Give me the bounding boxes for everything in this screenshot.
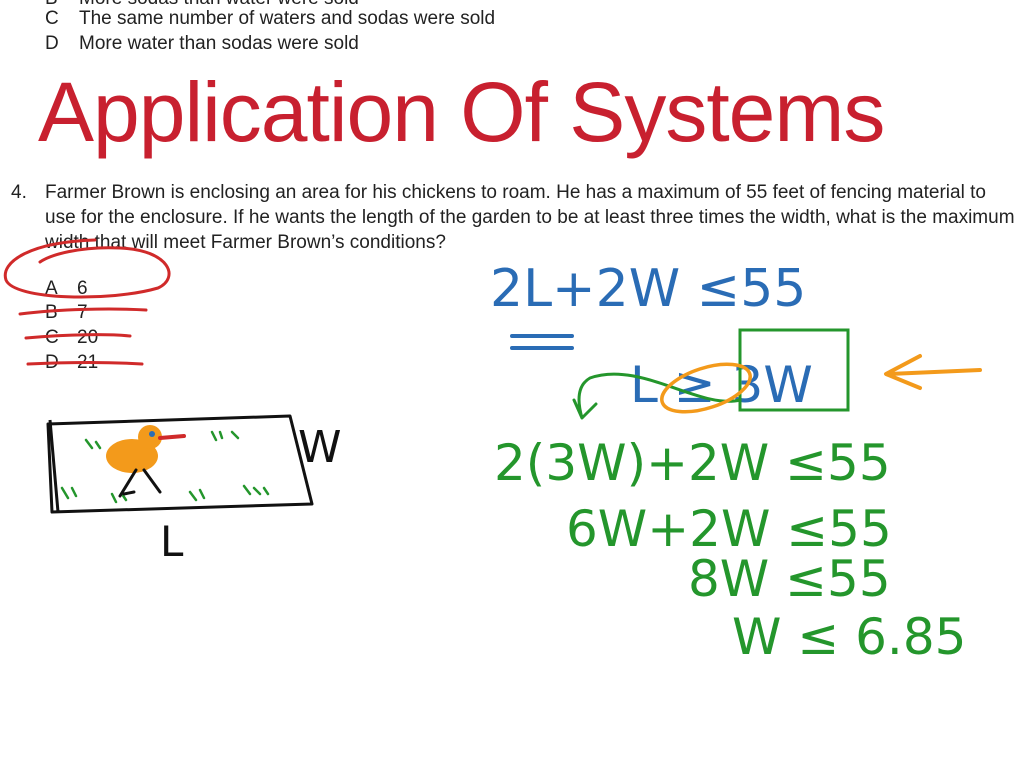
question-number: 4. bbox=[11, 182, 27, 203]
diagram-width-label: W bbox=[298, 422, 342, 473]
previous-choice-b: BMore sodas than water were sold bbox=[45, 0, 359, 11]
orange-arrow bbox=[884, 354, 982, 390]
step-solution: W ≤ 6.85 bbox=[732, 608, 966, 666]
choice-text: 20 bbox=[77, 327, 99, 348]
choice-text: More water than sodas were sold bbox=[79, 33, 359, 54]
grass-marks bbox=[60, 430, 270, 504]
choice-text: 21 bbox=[77, 352, 99, 373]
answer-choice-c[interactable]: C 20 bbox=[45, 326, 98, 350]
step-combine: 8W ≤55 bbox=[688, 550, 891, 608]
substitution-box bbox=[738, 328, 850, 412]
choice-letter: B bbox=[45, 0, 79, 11]
choice-letter: B bbox=[45, 302, 58, 323]
choice-text: 6 bbox=[77, 278, 88, 299]
step-substitute: 2(3W)+2W ≤55 bbox=[494, 434, 891, 492]
choice-text: More sodas than water were sold bbox=[79, 0, 359, 9]
equation-perimeter: 2L+2W ≤55 bbox=[490, 259, 806, 319]
previous-choice-d: D More water than sodas were sold bbox=[45, 32, 359, 56]
choice-text: The same number of waters and sodas were… bbox=[79, 8, 496, 29]
choice-letter: D bbox=[45, 352, 59, 373]
equation-length-constraint: L ≥ 3W bbox=[630, 356, 813, 414]
substitution-arrow bbox=[572, 372, 742, 420]
step-distribute: 6W+2W ≤55 bbox=[566, 500, 892, 558]
choice-letter: A bbox=[45, 278, 58, 299]
choice-letter: D bbox=[45, 33, 59, 54]
choice-text: 7 bbox=[77, 302, 88, 323]
answer-choice-d[interactable]: D 21 bbox=[45, 351, 98, 375]
enclosure-rectangle bbox=[46, 414, 314, 514]
choice-letter: C bbox=[45, 8, 59, 29]
choice-letter: C bbox=[45, 327, 59, 348]
previous-choice-c: C The same number of waters and sodas wer… bbox=[45, 7, 495, 31]
chicken-drawing bbox=[106, 425, 186, 498]
question-text: Farmer Brown is enclosing an area for hi… bbox=[45, 182, 1015, 253]
system-brace-mark bbox=[510, 334, 574, 350]
page-title: Application Of Systems bbox=[38, 65, 885, 159]
diagram-length-label: L bbox=[160, 517, 184, 566]
highlight-loop bbox=[660, 362, 752, 414]
